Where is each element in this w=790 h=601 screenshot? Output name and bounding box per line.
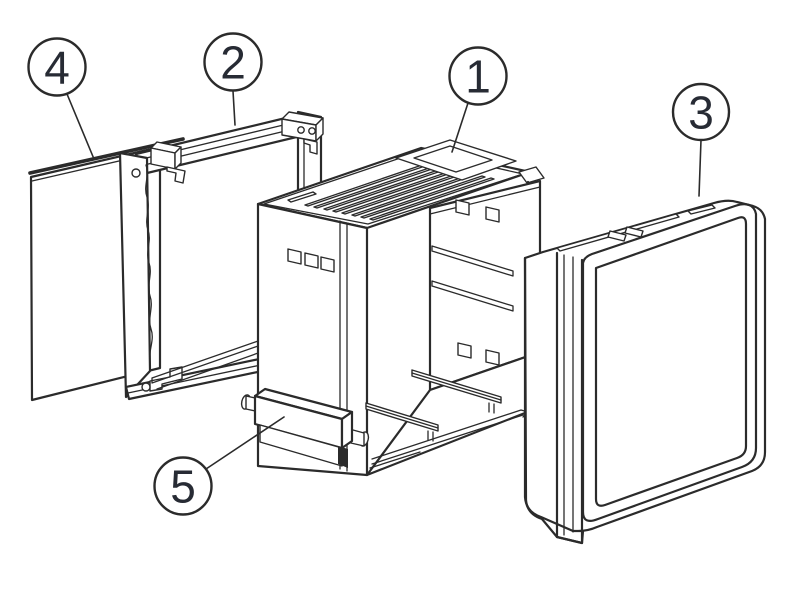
callout-circle-3: [671, 82, 731, 142]
callout-number-2: 2: [220, 37, 246, 89]
callout-number-3: 3: [688, 87, 714, 139]
part-1-main-case: [256, 139, 545, 477]
leader-line-3: [698, 139, 702, 197]
leader-line-1: [451, 102, 469, 153]
callout-1: 1: [448, 46, 508, 153]
callout-circle-1: [448, 46, 508, 106]
callout-circle-5: [153, 456, 213, 516]
callout-circle-2: [203, 32, 263, 92]
part-5-connector-block: [240, 387, 370, 468]
callout-number-1: 1: [465, 51, 491, 103]
callouts: 1 2 3 4 5: [27, 32, 731, 516]
callout-number-4: 4: [44, 42, 70, 94]
callout-circle-4: [27, 37, 87, 97]
case-left-rails: [151, 339, 262, 390]
callout-3: 3: [671, 82, 731, 197]
callout-4: 4: [27, 37, 95, 160]
callout-2: 2: [203, 32, 263, 126]
callout-number-5: 5: [170, 461, 196, 513]
part-3-front-bezel: [523, 199, 767, 545]
leader-line-2: [232, 90, 236, 126]
callout-5: 5: [153, 416, 285, 516]
part-4-sealing-gasket: [28, 137, 185, 402]
leader-line-4: [66, 93, 95, 160]
leader-line-5: [205, 416, 285, 470]
